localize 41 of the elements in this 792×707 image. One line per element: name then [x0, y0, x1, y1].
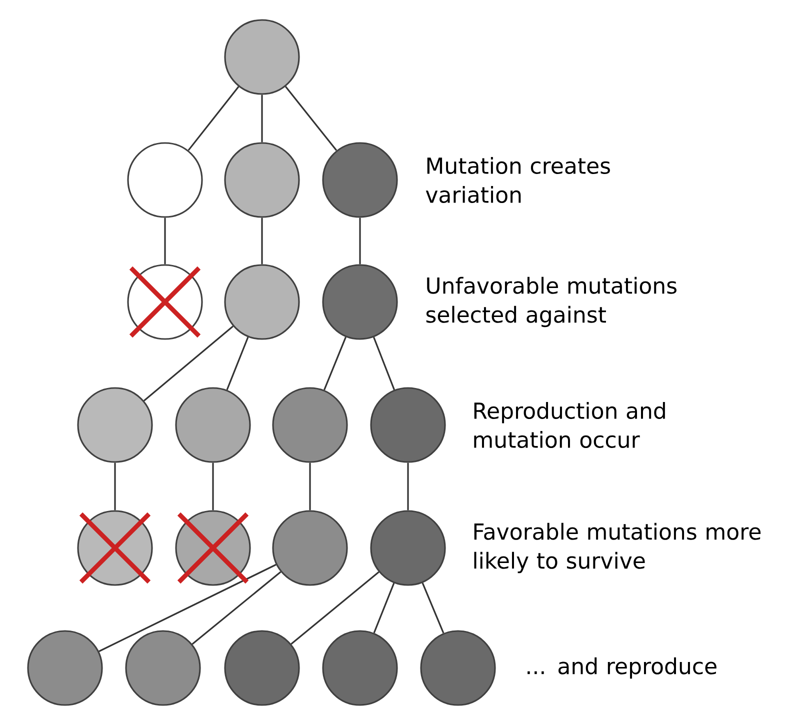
circle-node	[224, 264, 300, 340]
connector-line	[143, 326, 234, 402]
connector-line	[359, 218, 361, 264]
circle-node	[224, 630, 300, 706]
connector-line	[407, 462, 409, 510]
connector-line	[284, 86, 338, 151]
connector-line	[192, 571, 282, 645]
circle-node	[224, 19, 300, 95]
connector-line	[261, 94, 263, 142]
connector-line	[261, 218, 263, 264]
circle-node	[127, 142, 203, 218]
circle-node	[322, 630, 398, 706]
connector-line	[212, 462, 214, 510]
step-label: Mutation creates variation	[426, 156, 610, 203]
connector-line	[188, 86, 240, 151]
connector-line	[98, 564, 276, 652]
connector-line	[324, 336, 347, 390]
circle-node	[175, 387, 251, 463]
connector-line	[164, 218, 166, 264]
circle-node	[322, 264, 398, 340]
step-label: Reproduction and mutation occur	[474, 402, 665, 448]
connector-line	[373, 582, 395, 634]
circle-node	[420, 630, 496, 706]
circle-node	[272, 510, 348, 586]
circle-node	[322, 142, 398, 218]
circle-node	[224, 142, 300, 218]
connector-line	[114, 462, 116, 510]
connector-line	[309, 462, 311, 510]
step-label: ... and reproduce	[528, 657, 716, 679]
connector-line	[226, 336, 249, 390]
circle-node	[125, 630, 201, 706]
connector-line	[290, 571, 380, 645]
circle-node	[272, 387, 348, 463]
circle-node	[27, 630, 103, 706]
connector-line	[373, 336, 396, 390]
circle-node	[77, 387, 153, 463]
circle-node	[370, 387, 446, 463]
step-label: Unfavorable mutations selected against	[426, 276, 676, 328]
step-label: Favorable mutations more likely to survive	[474, 522, 761, 574]
connector-line	[422, 582, 444, 634]
circle-node	[370, 510, 446, 586]
